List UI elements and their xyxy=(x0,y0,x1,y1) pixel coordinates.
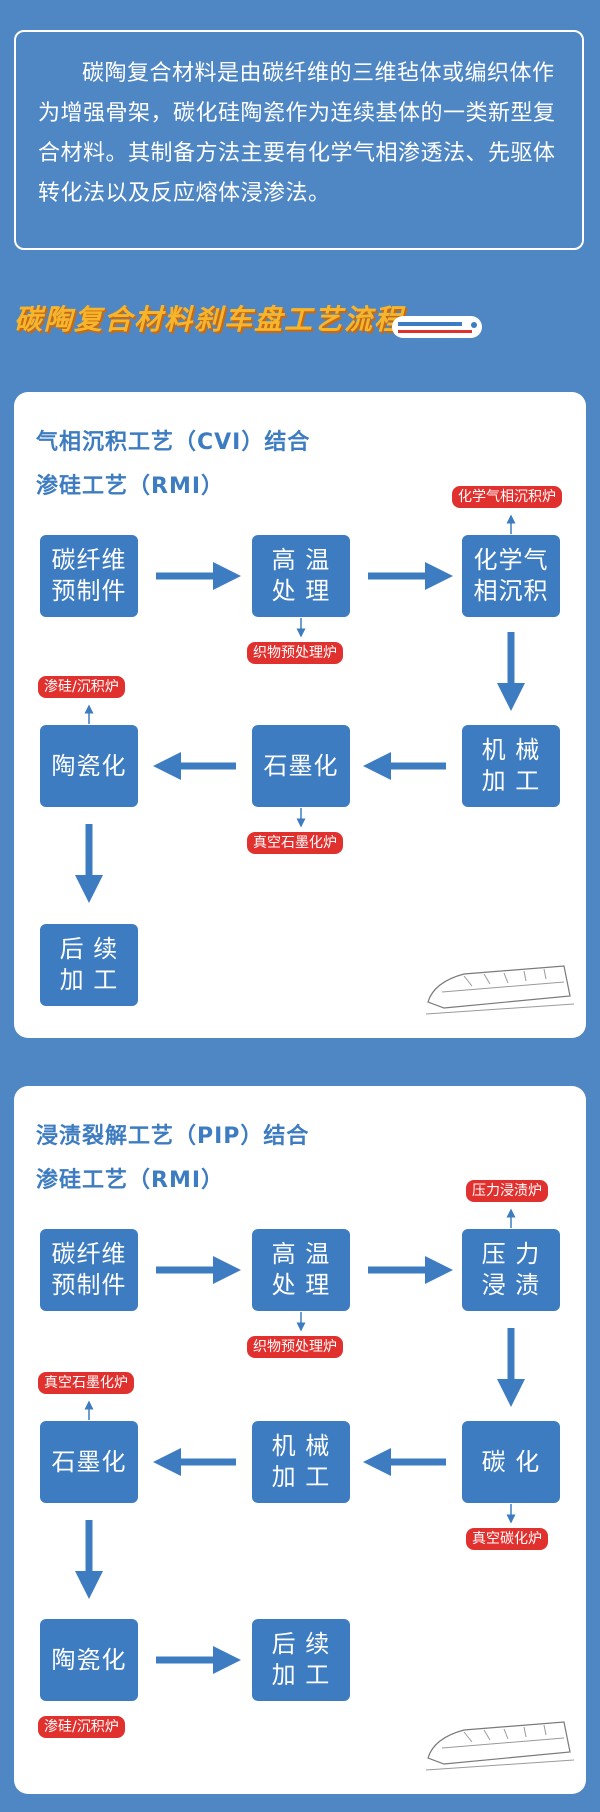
pip-node-carbonize: 碳 化 xyxy=(462,1421,560,1503)
intro-box: 碳陶复合材料是由碳纤维的三维毡体或编织体作为增强骨架，碳化硅陶瓷作为连续基体的一… xyxy=(14,30,584,250)
cvi-tag-si-furnace: 渗硅/沉积炉 xyxy=(38,676,125,698)
pip-title-line1: 浸渍裂解工艺（PIP）结合 xyxy=(36,1124,310,1149)
pip-node-heat-treatment: 高 温 处 理 xyxy=(252,1229,350,1311)
pip-process-card: 浸渍裂解工艺（PIP）结合 渗硅工艺（RMI） 碳纤维 预制件 高 温 处 理 … xyxy=(14,1086,586,1794)
pip-tag-vacuum-carbon: 真空碳化炉 xyxy=(466,1528,548,1550)
cvi-node-machining: 机 械 加 工 xyxy=(462,725,560,807)
cvi-node-graphitize: 石墨化 xyxy=(252,725,350,807)
cvi-arrows xyxy=(75,514,525,903)
cvi-node-finish: 后 续 加 工 xyxy=(40,924,138,1006)
cvi-title-line2: 渗硅工艺（RMI） xyxy=(36,474,225,499)
train-sketch-icon xyxy=(425,965,574,1015)
pip-tag-pressure-furnace: 压力浸渍炉 xyxy=(466,1180,548,1202)
pip-tag-si-furnace: 渗硅/沉积炉 xyxy=(38,1716,125,1738)
pip-node-ceramize: 陶瓷化 xyxy=(40,1619,138,1701)
pip-title-line2: 渗硅工艺（RMI） xyxy=(36,1168,225,1193)
train-sketch-icon xyxy=(425,1721,574,1771)
pip-node-finish: 后 续 加 工 xyxy=(252,1619,350,1701)
cvi-node-ceramize: 陶瓷化 xyxy=(40,725,138,807)
pip-node-impregnate: 压 力 浸 渍 xyxy=(462,1229,560,1311)
pip-node-machining: 机 械 加 工 xyxy=(252,1421,350,1503)
section-heading: 碳陶复合材料刹车盘工艺流程 xyxy=(14,303,405,336)
cvi-tag-cvd-furnace: 化学气相沉积炉 xyxy=(452,486,562,508)
cvi-title-line1: 气相沉积工艺（CVI）结合 xyxy=(36,430,311,455)
pip-tag-vacuum-graphite: 真空石墨化炉 xyxy=(38,1372,134,1394)
cvi-process-card: 气相沉积工艺（CVI）结合 渗硅工艺（RMI） 碳纤维 预制件 高 温 处 理 … xyxy=(14,392,586,1038)
cvi-tag-pretreat-furnace: 织物预处理炉 xyxy=(247,642,343,664)
pip-node-preform: 碳纤维 预制件 xyxy=(40,1229,138,1311)
intro-text: 碳陶复合材料是由碳纤维的三维毡体或编织体作为增强骨架，碳化硅陶瓷作为连续基体的一… xyxy=(38,61,556,206)
train-icon xyxy=(392,316,482,338)
pip-tag-pretreat-furnace: 织物预处理炉 xyxy=(247,1336,343,1358)
cvi-node-heat-treatment: 高 温 处 理 xyxy=(252,535,350,617)
cvi-node-preform: 碳纤维 预制件 xyxy=(40,535,138,617)
cvi-node-cvd: 化学气 相沉积 xyxy=(462,535,560,617)
cvi-tag-vacuum-graphite: 真空石墨化炉 xyxy=(247,832,343,854)
pip-arrows xyxy=(75,1208,525,1674)
pip-node-graphitize: 石墨化 xyxy=(40,1421,138,1503)
